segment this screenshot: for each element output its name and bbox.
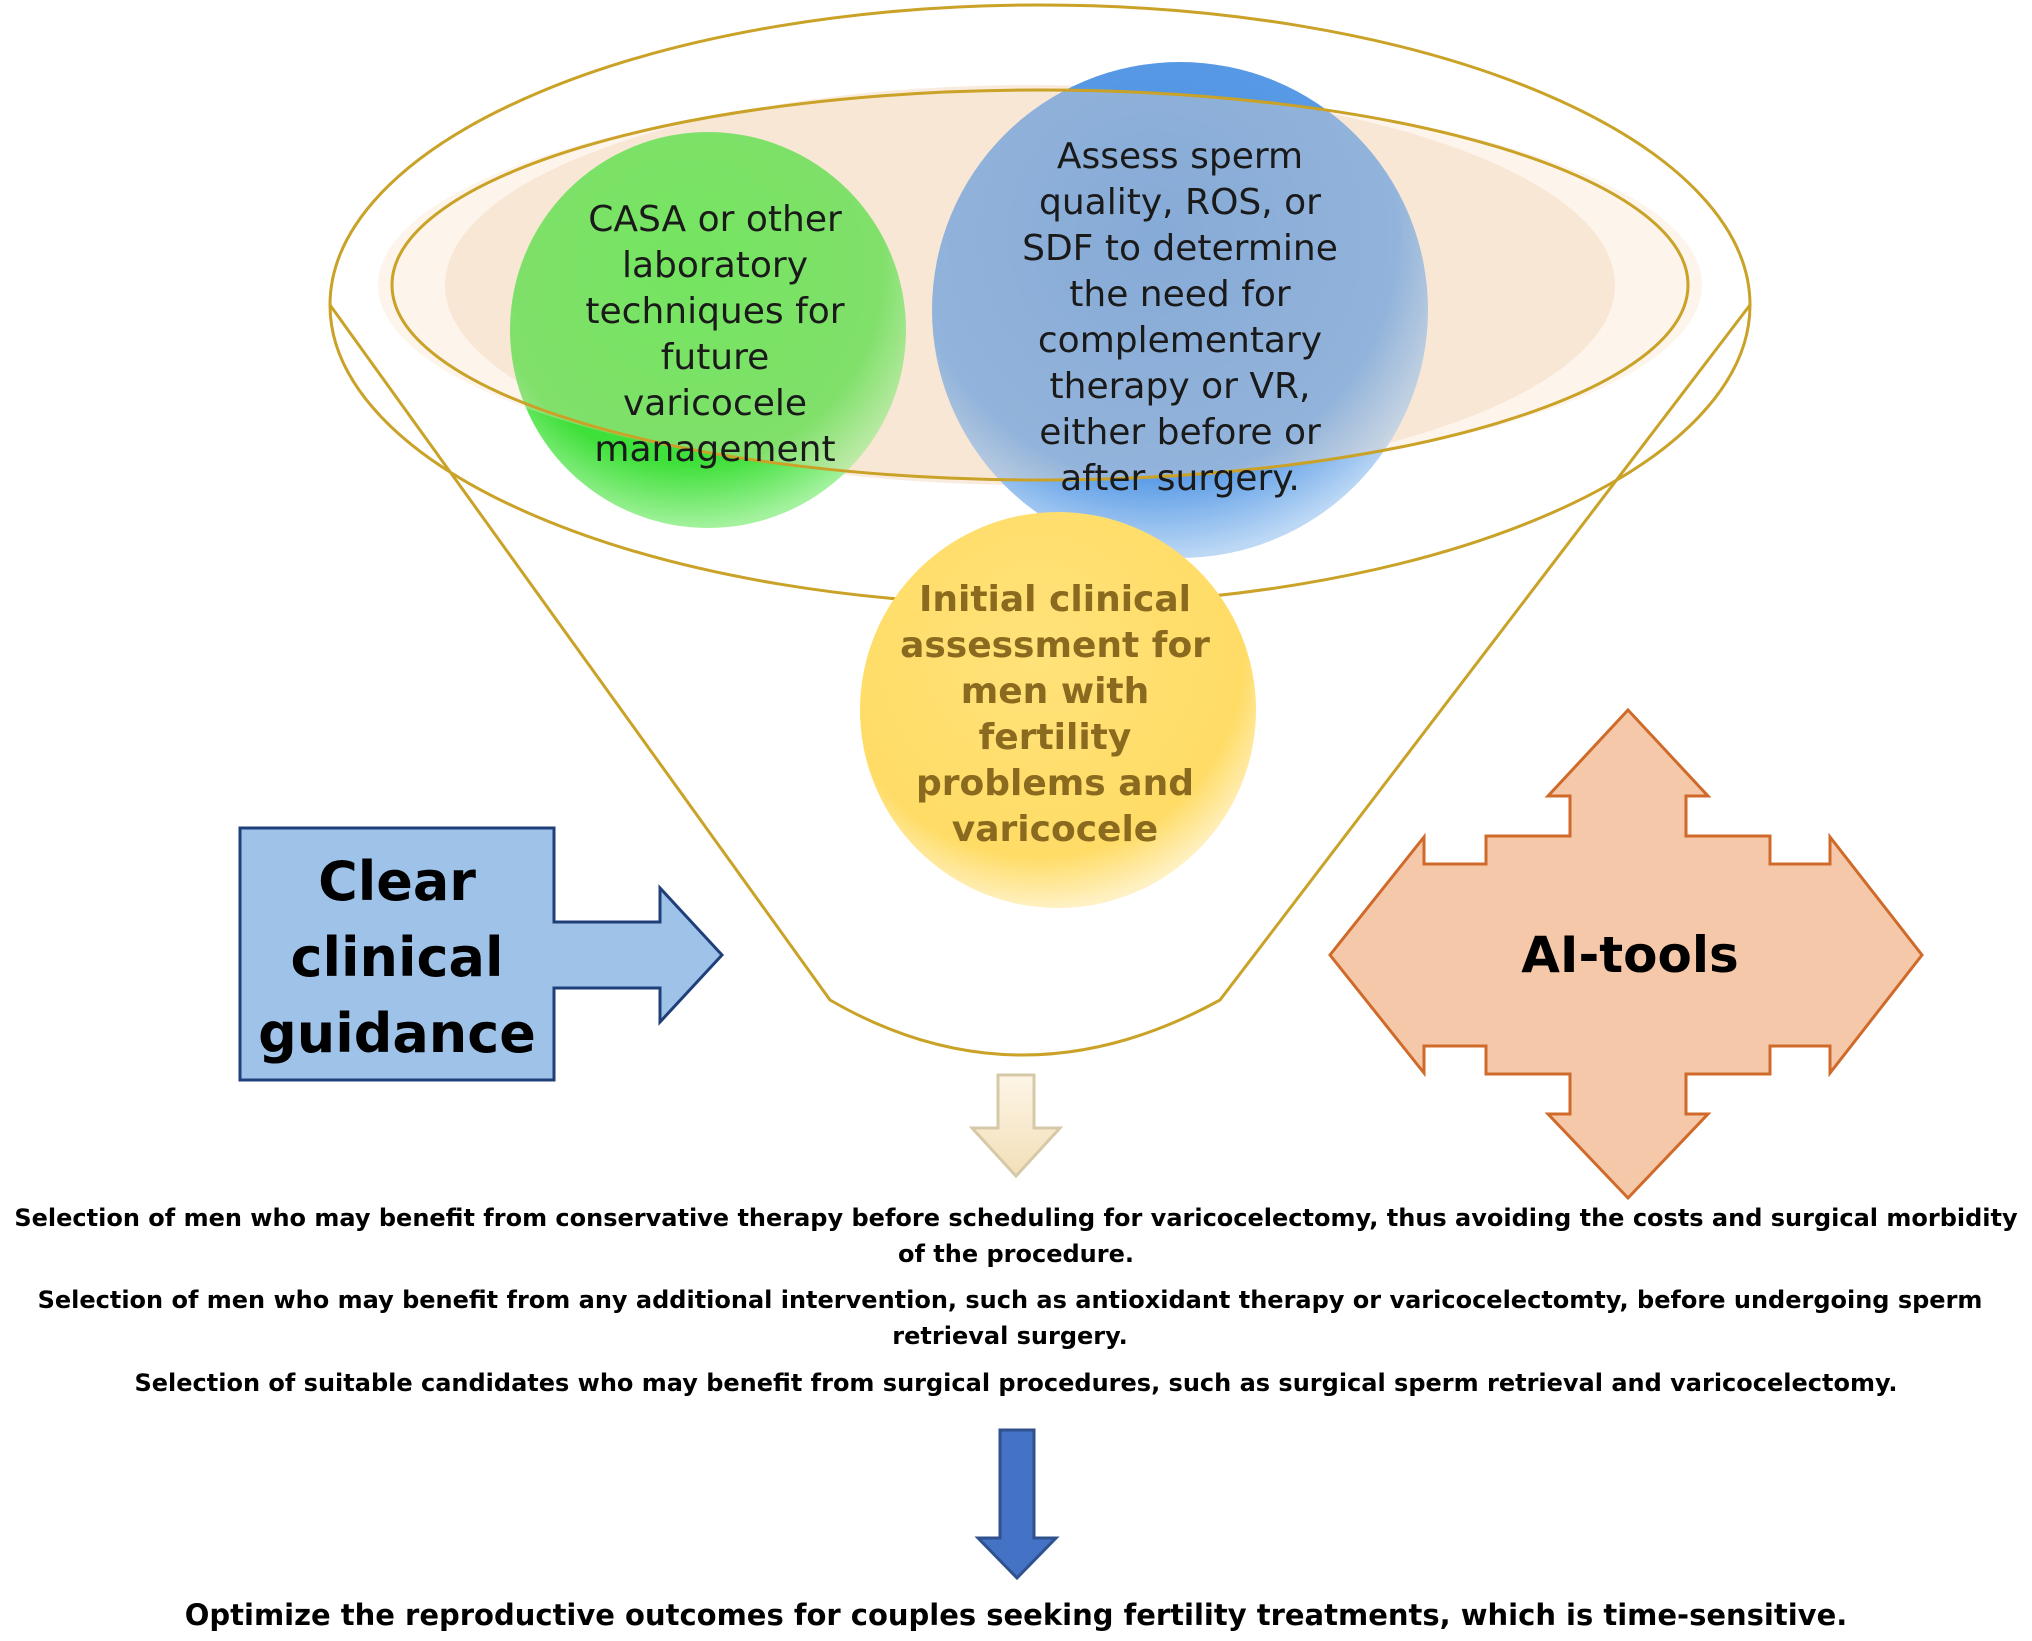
funnel-down-arrow xyxy=(968,1073,1064,1179)
funnel-rim-inner-fill xyxy=(378,90,1702,480)
funnel-outline xyxy=(328,304,1752,1057)
yellow-circle-text: Initial clinical assessment for men with… xyxy=(900,579,1210,850)
yellow-circle xyxy=(860,512,1256,908)
blue-circle-text: Assess sperm quality, ROS, or SDF to det… xyxy=(1022,136,1338,499)
green-circle-text: CASA or other laboratory techniques for … xyxy=(585,199,845,470)
guidance-label: Clear clinical guidance xyxy=(258,850,536,1065)
ai-tools-label: AI-tools xyxy=(1521,926,1739,984)
blue-circle xyxy=(932,62,1428,558)
guidance-arrow xyxy=(238,826,725,1082)
final-outcome: Optimize the reproductive outcomes for c… xyxy=(184,1598,1848,1632)
outcome-down-arrow xyxy=(974,1428,1060,1581)
outcome-conservative-therapy: Selection of men who may benefit from co… xyxy=(14,1204,2018,1268)
funnel-rim-inner xyxy=(390,88,1690,482)
outcome-surgical-candidates: Selection of suitable candidates who may… xyxy=(134,1369,1898,1397)
outcome-additional-intervention: Selection of men who may benefit from an… xyxy=(37,1286,1983,1350)
green-circle xyxy=(510,132,906,528)
ai-tools-arrow xyxy=(1328,707,1924,1201)
